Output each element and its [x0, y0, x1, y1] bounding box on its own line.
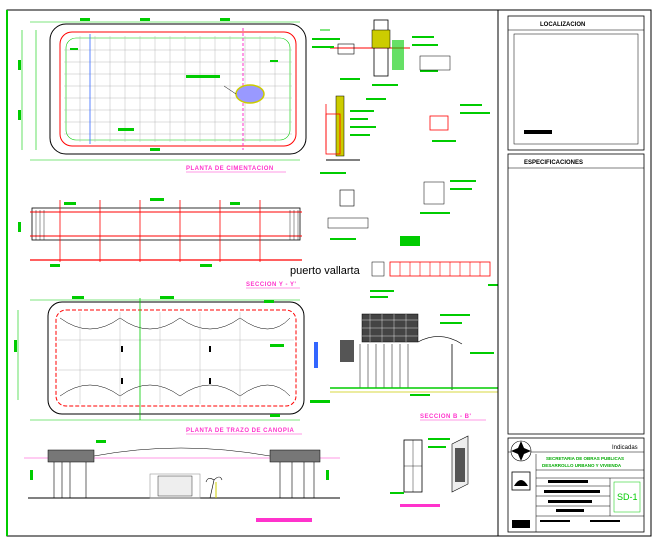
- city-label: puerto vallarta: [290, 265, 361, 277]
- section-y-title: SECCION Y - Y': [246, 282, 297, 288]
- plan-foundation-title: PLANTA DE CIMENTACION: [186, 166, 274, 172]
- section-b-title: SECCION B - B': [420, 414, 472, 420]
- title-block: LOCALIZACION ESPECIFICACIONES Indicadas …: [497, 10, 645, 536]
- sheet-number: SD-1: [617, 492, 638, 502]
- plan-foundation: PLANTA DE CIMENTACION: [18, 18, 307, 173]
- plan-canopy: PLANTA DE TRAZO DE CANOPIA: [14, 296, 330, 435]
- elevation-bottom: [24, 440, 340, 522]
- construction-details: [312, 19, 498, 298]
- location-header: LOCALIZACION: [540, 22, 585, 28]
- org-line-1: SECRETARIA DE OBRAS PUBLICAS: [546, 456, 624, 461]
- specs-header: ESPECIFICACIONES: [524, 160, 583, 166]
- door-detail: [390, 435, 469, 507]
- section-b: SECCION B - B': [330, 313, 498, 421]
- plan-canopy-title: PLANTA DE TRAZO DE CANOPIA: [186, 428, 294, 434]
- section-y: SECCION Y - Y': [18, 198, 302, 289]
- scale-note: Indicadas: [612, 445, 638, 451]
- emblem-logo: [510, 440, 532, 491]
- org-line-2: DESARROLLO URBANO Y VIVIENDA: [542, 463, 622, 468]
